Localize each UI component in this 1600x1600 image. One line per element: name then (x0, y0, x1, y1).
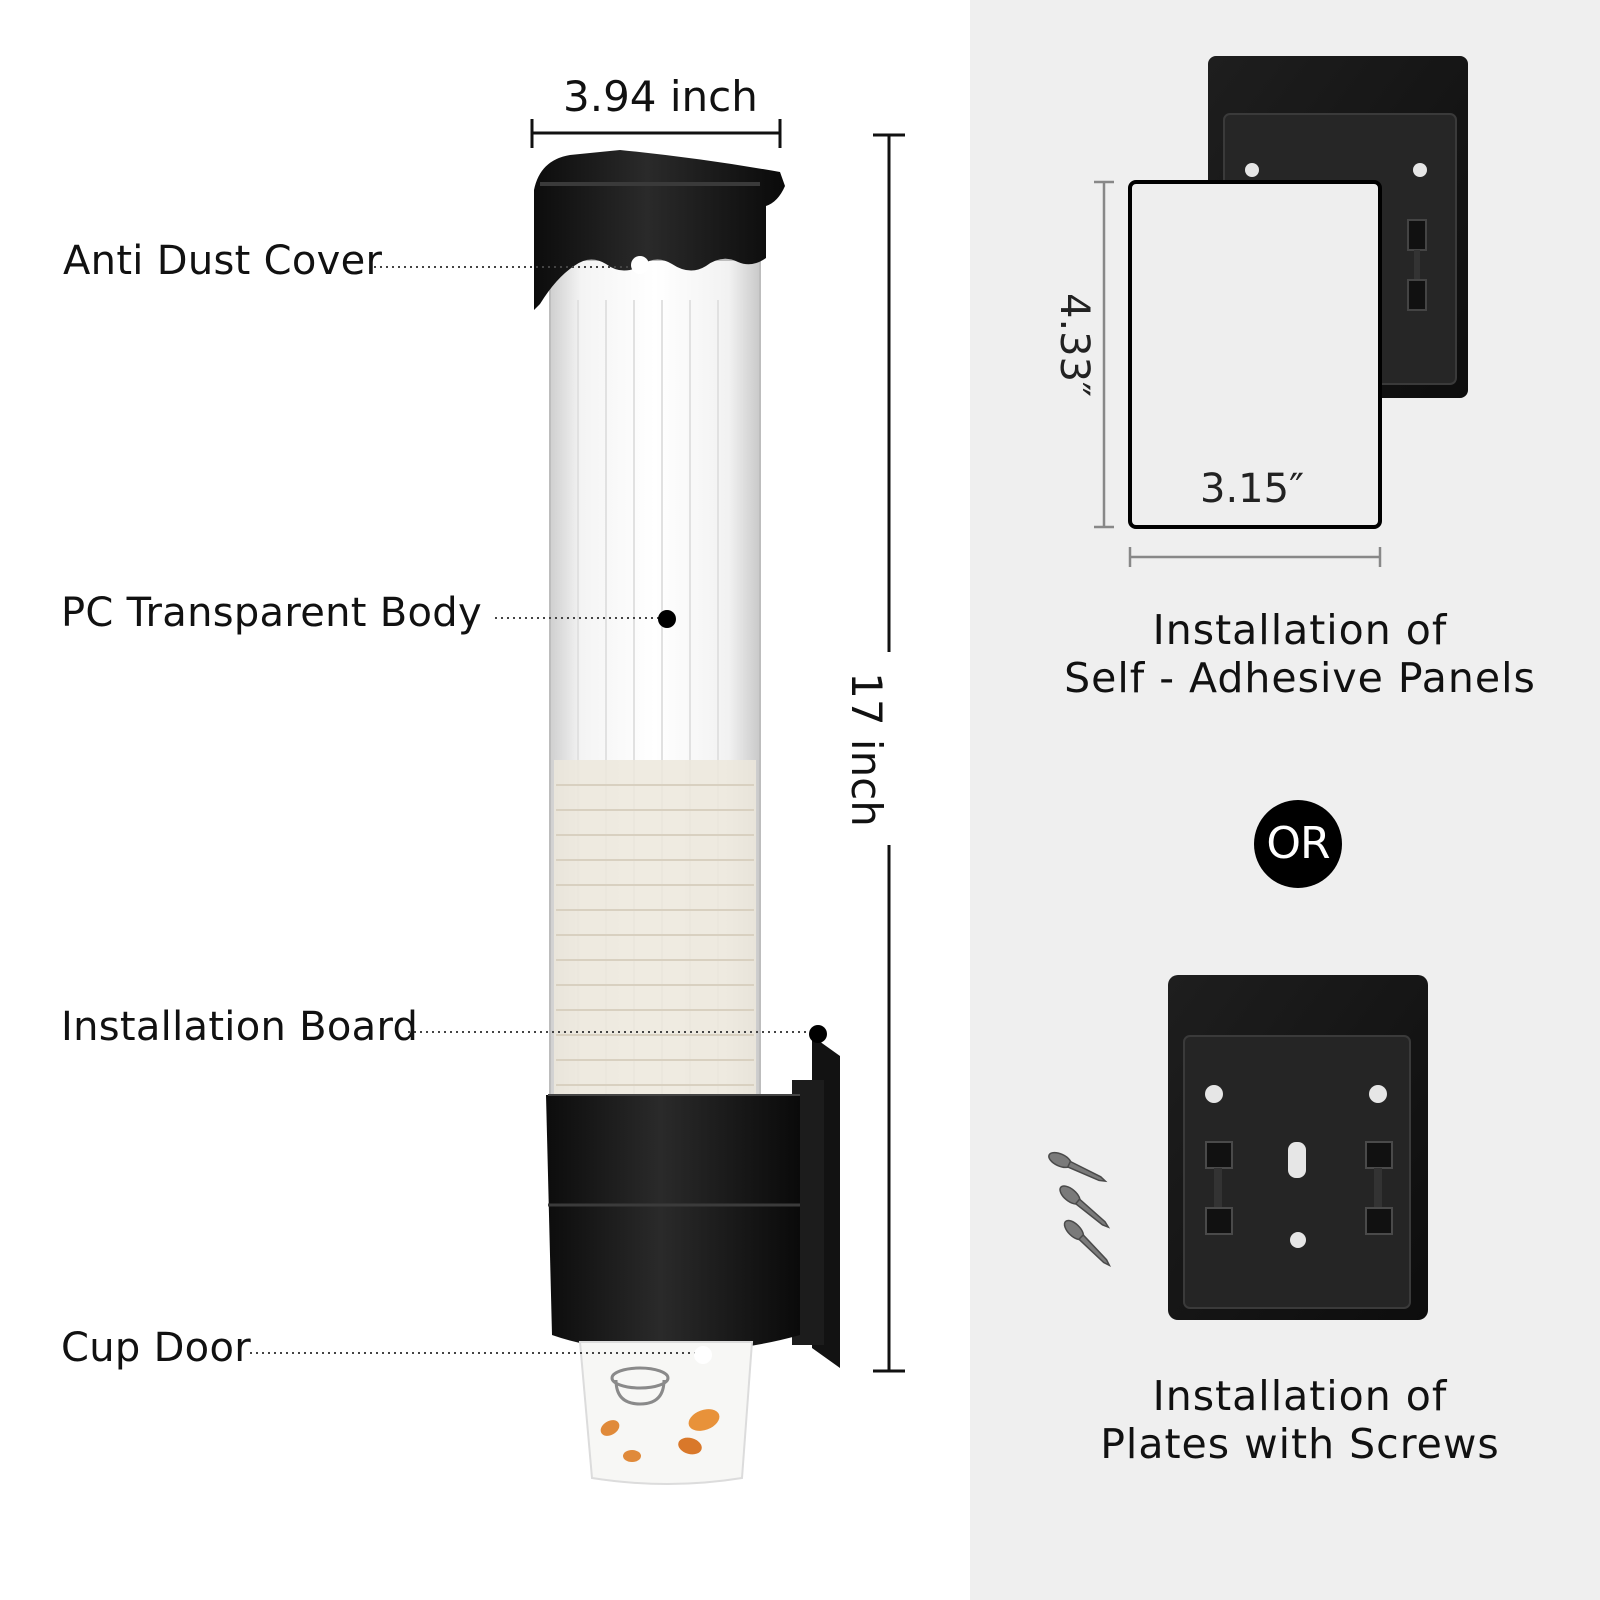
pad-dimension-lines (1094, 180, 1382, 567)
body-dot (658, 610, 676, 628)
adhesive-caption: Installation of Self - Adhesive Panels (1030, 606, 1570, 702)
panel-height-label: 4.33″ (1051, 292, 1098, 398)
height-dimension-label: 17 inch (841, 672, 891, 827)
callout-leaders (250, 266, 812, 1354)
board-dot (809, 1025, 827, 1043)
dust-cover (534, 150, 785, 310)
adhesive-pad (1128, 180, 1382, 529)
stacked-cups (554, 760, 756, 1105)
pc-transparent-body-label: PC Transparent Body (61, 590, 482, 636)
anti-dust-cover-label: Anti Dust Cover (63, 238, 383, 284)
cup-door-label: Cup Door (61, 1325, 251, 1371)
adhesive-caption-line2: Self - Adhesive Panels (1064, 654, 1536, 702)
screws-caption-line1: Installation of (1152, 1372, 1448, 1420)
adhesive-caption-line1: Installation of (1152, 606, 1448, 654)
installation-board-label: Installation Board (61, 1004, 419, 1050)
cover-highlight (540, 182, 760, 186)
or-badge: OR (1254, 800, 1342, 888)
screws-caption: Installation of Plates with Screws (1030, 1372, 1570, 1468)
screw-mount-plate (1168, 975, 1428, 1320)
width-dimension-line (530, 119, 782, 148)
width-dimension-label: 3.94 inch (563, 72, 758, 121)
panel-width-label: 3.15″ (1200, 466, 1305, 512)
height-dimension-line (873, 133, 905, 1373)
dust-cover-dot (631, 256, 649, 274)
paper-cup (578, 1341, 754, 1485)
screws (1048, 1151, 1112, 1268)
screws-caption-line2: Plates with Screws (1100, 1420, 1500, 1468)
cup-door-base (546, 1094, 800, 1352)
cup-door-dot (694, 1346, 712, 1364)
